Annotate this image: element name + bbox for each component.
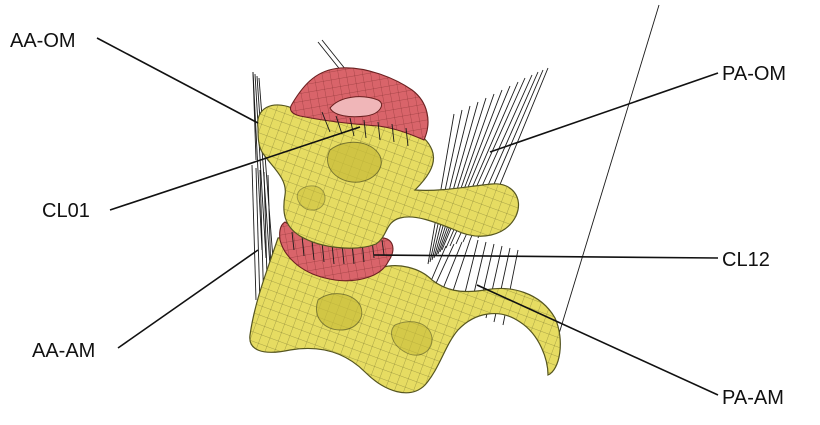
- ligament-long-right: [548, 5, 659, 370]
- ligament-top-spike: [318, 40, 346, 72]
- label-cl01: CL01: [42, 200, 90, 222]
- leader-pa-om: [490, 73, 718, 152]
- leader-aa-om: [97, 38, 258, 123]
- label-cl12: CL12: [722, 249, 770, 271]
- label-aa-am: AA-AM: [32, 340, 95, 362]
- label-aa-om: AA-OM: [10, 30, 76, 52]
- label-pa-om: PA-OM: [722, 63, 786, 85]
- label-pa-am: PA-AM: [722, 387, 784, 409]
- leader-cl12: [374, 255, 718, 258]
- leader-aa-am: [118, 250, 258, 348]
- leader-pa-am: [477, 285, 718, 395]
